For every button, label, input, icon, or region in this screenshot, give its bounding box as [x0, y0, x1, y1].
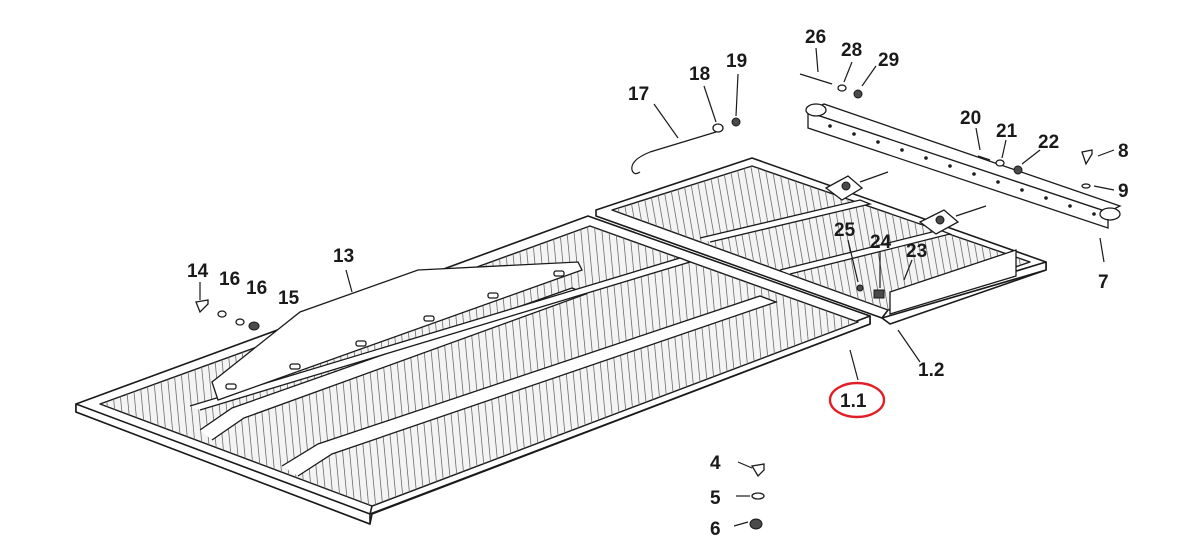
- leader-lines: [199, 47, 1115, 527]
- callout-23[interactable]: 23: [906, 241, 927, 262]
- rail-hole: [900, 148, 904, 152]
- rail-hole: [972, 172, 976, 176]
- callout-19[interactable]: 19: [726, 51, 747, 72]
- screen-slat: [164, 226, 196, 506]
- screen-slat: [100, 226, 119, 506]
- screen-slat: [108, 226, 140, 506]
- screen-slat: [100, 226, 112, 506]
- rail-hole: [852, 132, 856, 136]
- callout-5[interactable]: 5: [710, 488, 721, 509]
- rail-hole: [1092, 212, 1096, 216]
- rail-hole: [1044, 196, 1048, 200]
- screen-slat: [1042, 150, 1072, 320]
- screen-slat: [136, 226, 168, 506]
- screen-slat: [150, 226, 182, 506]
- screen-slat: [122, 226, 154, 506]
- rail-hole: [1020, 188, 1024, 192]
- callout-7[interactable]: 7: [1098, 272, 1109, 293]
- screen-slat: [67, 200, 97, 520]
- callout-21[interactable]: 21: [996, 121, 1018, 142]
- cover-slots: [225, 270, 565, 390]
- screen-slat: [100, 226, 105, 506]
- screen-slat: [100, 226, 126, 506]
- rail-hole: [876, 140, 880, 144]
- callout-16a[interactable]: 16: [219, 269, 240, 290]
- callout-26[interactable]: 26: [805, 27, 826, 48]
- rail-hole: [828, 124, 832, 128]
- callout-4[interactable]: 4: [710, 453, 721, 474]
- rail-hole: [924, 156, 928, 160]
- rail-hole: [996, 180, 1000, 184]
- callout-24[interactable]: 24: [870, 232, 892, 253]
- screen-slat: [157, 226, 189, 506]
- callout-28[interactable]: 28: [841, 40, 862, 61]
- callout-15[interactable]: 15: [278, 288, 300, 309]
- callout-13[interactable]: 13: [333, 246, 354, 267]
- callout-labels: 1.1 1.2 4 5 6 7 8 9 13 14 15 16 16 17 18…: [187, 27, 1129, 540]
- highlight-circle: [828, 381, 886, 419]
- callout-6[interactable]: 6: [710, 519, 721, 540]
- rail-hole: [948, 164, 952, 168]
- rail-hole: [1068, 204, 1072, 208]
- screen-slat: [1049, 150, 1079, 320]
- callout-14[interactable]: 14: [187, 261, 209, 282]
- callout-29[interactable]: 29: [878, 50, 899, 71]
- screen-slat: [115, 226, 147, 506]
- screen-slat: [101, 226, 133, 506]
- callout-25[interactable]: 25: [834, 220, 856, 241]
- screen-slat: [129, 226, 161, 506]
- screen-slat: [1035, 150, 1065, 320]
- callout-20[interactable]: 20: [960, 108, 981, 129]
- callout-17[interactable]: 17: [628, 84, 649, 105]
- screen-slat: [143, 226, 175, 506]
- mounting-rail: [805, 103, 1122, 229]
- callout-9[interactable]: 9: [1118, 181, 1129, 202]
- callout-1-2[interactable]: 1.2: [918, 360, 944, 381]
- callout-22[interactable]: 22: [1038, 132, 1059, 153]
- callout-16b[interactable]: 16: [246, 278, 267, 299]
- callout-1-1[interactable]: 1.1: [840, 391, 867, 412]
- screen-slat: [1056, 150, 1086, 320]
- callout-18[interactable]: 18: [689, 64, 710, 85]
- screen-slat: [60, 200, 90, 520]
- callout-8[interactable]: 8: [1118, 141, 1129, 162]
- hardware-parts: [195, 73, 1093, 530]
